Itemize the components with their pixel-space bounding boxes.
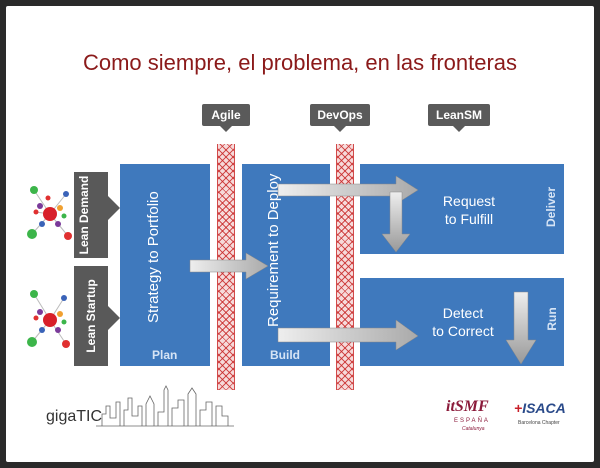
deliver-down-arrow-icon	[381, 191, 411, 253]
lean-demand-arrow-icon	[108, 196, 120, 220]
tag-leansm: LeanSM	[428, 104, 490, 132]
build-label: Build	[270, 348, 300, 362]
isaca-sub: Barcelona Chapter	[518, 420, 560, 426]
city-skyline-icon	[96, 385, 234, 427]
run-line1: Detect	[442, 305, 484, 321]
itsmf-sub2: Catalunya	[462, 426, 485, 432]
isaca-logo-text: ISACA	[522, 400, 566, 416]
run-box	[360, 278, 564, 366]
lean-demand-network-icon	[27, 186, 72, 240]
run-text: Detect to Correct	[418, 304, 508, 340]
plan-to-build-arrow-icon	[189, 252, 269, 280]
lean-demand-tab: Lean Demand	[74, 172, 108, 258]
deliver-line1: Request	[442, 193, 496, 209]
tag-devops: DevOps	[310, 104, 370, 132]
deliver-line2: to Fulfill	[444, 211, 494, 227]
lean-startup-network-icon	[27, 290, 70, 348]
itsmf-logo: itSMF	[446, 398, 489, 415]
deliver-text: Request to Fulfill	[424, 192, 514, 228]
plan-label: Plan	[152, 348, 178, 362]
lean-startup-tab: Lean Startup	[74, 266, 108, 366]
isaca-logo: +ISACA	[514, 400, 566, 416]
tag-agile: Agile	[202, 104, 250, 132]
lean-startup-arrow-icon	[108, 306, 120, 330]
build-to-deliver-arrow-icon	[277, 175, 419, 205]
slide: Como siempre, el problema, en las fronte…	[6, 6, 594, 462]
run-line2: to Correct	[432, 323, 494, 339]
diagram-graphics	[27, 175, 537, 427]
itsmf-sub: ESPAÑA	[454, 418, 490, 424]
build-to-run-arrow-icon	[277, 319, 419, 351]
gigatic-logo: gigaTIC	[46, 408, 103, 425]
run-down-arrow-icon	[505, 291, 537, 365]
slide-title: Como siempre, el problema, en las fronte…	[82, 50, 518, 75]
